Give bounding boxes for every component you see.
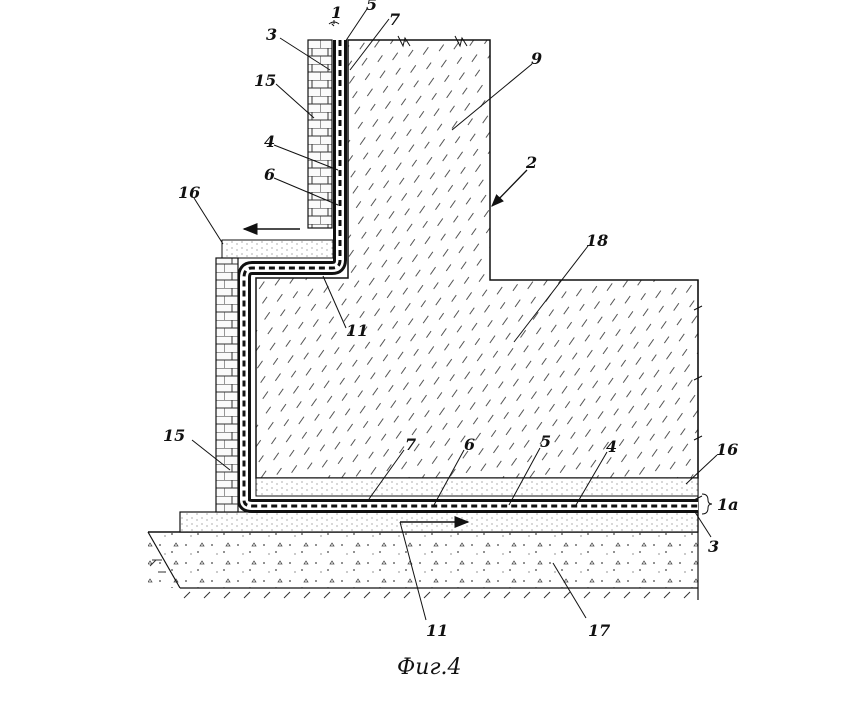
label-2: 2	[525, 153, 537, 172]
label-3-top: 3	[266, 25, 277, 44]
label-6-left: 6	[264, 165, 275, 184]
label-1a: 1a	[717, 495, 739, 514]
label-4-left: 4	[264, 132, 275, 151]
label-16-left: 16	[178, 183, 200, 202]
label-15-top: 15	[254, 71, 276, 90]
label-11-lower: 11	[426, 621, 448, 640]
soil-17	[148, 532, 698, 598]
label-18: 18	[586, 231, 608, 250]
label-17: 17	[588, 621, 610, 640]
label-16-right: 16	[716, 440, 738, 459]
label-5-bottom: 5	[540, 432, 551, 451]
label-4-bottom: 4	[606, 437, 617, 456]
label-15-lower: 15	[163, 426, 185, 445]
label-5-top: 5	[366, 0, 377, 14]
figure-caption: Фиг.4	[397, 655, 462, 680]
label-7-top: 7	[389, 10, 400, 29]
brick-wall-15-upper	[308, 40, 332, 228]
label-11-upper: 11	[346, 321, 368, 340]
label-1: 1	[331, 3, 342, 22]
wall-arrow-2	[492, 170, 527, 206]
label-3-right: 3	[708, 537, 719, 556]
screed-layer-16-step	[222, 240, 333, 258]
label-7-bottom: 7	[405, 435, 416, 454]
brick-wall-15-lower	[216, 258, 238, 512]
screed-layer-16	[256, 478, 698, 496]
label-6-bottom: 6	[464, 435, 475, 454]
label-9: 9	[531, 49, 542, 68]
